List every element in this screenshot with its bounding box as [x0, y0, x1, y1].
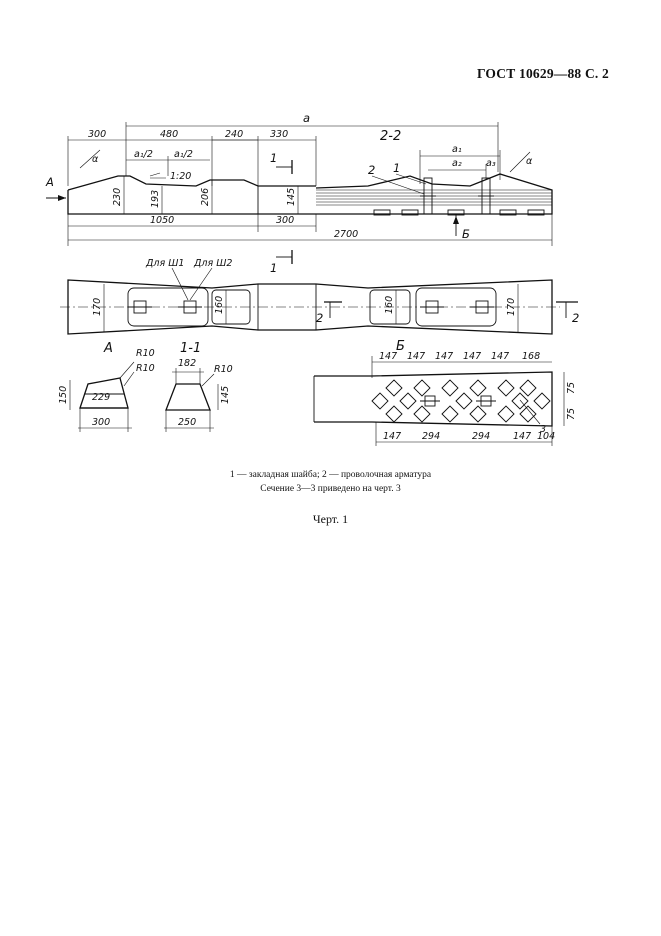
dim-1050: 1050	[150, 215, 174, 226]
dim-a1-half-right: a₁/2	[174, 149, 193, 160]
callout-1: 1	[393, 161, 400, 175]
view-b-bottom-147-2: 147	[513, 431, 531, 442]
view-a-radius-1: R10	[136, 348, 155, 359]
view-a-marker: A	[45, 175, 54, 189]
label-sh2: Для Ш2	[193, 258, 232, 269]
label-sh1: Для Ш1	[145, 258, 184, 269]
section-1-1-dim-182: 182	[178, 358, 196, 369]
view-b-top-147-5: 147	[491, 351, 509, 362]
view-b-top-168: 168	[522, 351, 540, 362]
section-1-1-title: 1-1	[180, 341, 201, 356]
section-mark-2-right: 2	[572, 311, 579, 325]
legend-line-1: 1 — закладная шайба; 2 — проволочная арм…	[229, 470, 432, 480]
section-2-2: 2-2 a₁	[315, 129, 553, 241]
view-b-side-75-top: 75	[566, 382, 577, 394]
height-145: 145	[286, 188, 297, 206]
view-b-side-75-bottom: 75	[566, 408, 577, 420]
view-b-bottom-104: 104	[537, 431, 555, 442]
view-a-dim-150: 150	[58, 386, 69, 404]
view-b-title: Б	[396, 339, 405, 354]
height-230: 230	[112, 188, 123, 206]
view-b-bottom-294-1: 294	[422, 431, 440, 442]
dim-a1-half-left: a₁/2	[134, 149, 153, 160]
section-1-1-radius: R10	[214, 364, 233, 375]
dim-480: 480	[160, 129, 178, 140]
view-b-top-147-2: 147	[407, 351, 425, 362]
alpha-right: α	[526, 156, 533, 167]
view-a-dim-300: 300	[92, 417, 110, 428]
alpha-label: α	[92, 154, 99, 165]
dim-a: a	[303, 111, 310, 125]
page-header: ГОСТ 10629—88 С. 2	[476, 66, 609, 81]
height-206: 206	[200, 188, 211, 206]
dim-300: 300	[88, 129, 106, 140]
view-b-bottom-294-2: 294	[472, 431, 490, 442]
legend-line-2: Сечение 3—3 приведено на черт. 3	[260, 484, 401, 494]
dim-240: 240	[225, 129, 243, 140]
view-b: Б 147 147 147 147 147 168	[313, 339, 577, 446]
figure-caption: Черт. 1	[312, 512, 349, 526]
view-b-top-147-3: 147	[435, 351, 453, 362]
view-a: A R10 R10 229 150 300	[58, 341, 155, 432]
arrow-b-marker: Б	[462, 227, 470, 241]
section-1-1-dim-250: 250	[178, 417, 196, 428]
dim-a2: a₂	[452, 158, 462, 169]
plan-width-170-left: 170	[92, 298, 103, 316]
view-b-bottom-147-1: 147	[383, 431, 401, 442]
dim-300-bottom: 300	[276, 215, 294, 226]
elevation-view: 300 480 240 330 a a₁/2 a₁/2 α 1:20 230 1…	[45, 111, 553, 246]
dim-a3: a₃	[486, 158, 496, 169]
dim-330: 330	[270, 129, 288, 140]
view-b-top-147-1: 147	[379, 351, 397, 362]
slope-label: 1:20	[170, 171, 191, 182]
section-1-1-dim-145: 145	[220, 386, 231, 404]
callout-2: 2	[368, 163, 375, 177]
view-b-top-147-4: 147	[463, 351, 481, 362]
section-1-1: 1-1 182 R10 145 250	[164, 341, 233, 432]
section-2-2-title: 2-2	[380, 129, 401, 144]
plan-width-160-left: 160	[214, 296, 225, 314]
view-b-callout-3: 3	[540, 424, 546, 435]
view-a-title: A	[103, 341, 113, 356]
view-a-radius-2: R10	[136, 363, 155, 374]
dim-a1: a₁	[452, 144, 462, 155]
view-a-dim-229: 229	[92, 392, 110, 403]
section-mark-1-top: 1	[270, 151, 277, 165]
dim-2700: 2700	[334, 229, 358, 240]
height-193: 193	[150, 190, 161, 208]
plan-width-160-right: 160	[384, 296, 395, 314]
section-mark-2-center: 2	[316, 311, 323, 325]
plan-width-170-right: 170	[506, 298, 517, 316]
section-mark-1-bottom: 1	[270, 261, 277, 275]
plan-view: 1 Для Ш1 Для Ш2 1	[60, 250, 579, 335]
